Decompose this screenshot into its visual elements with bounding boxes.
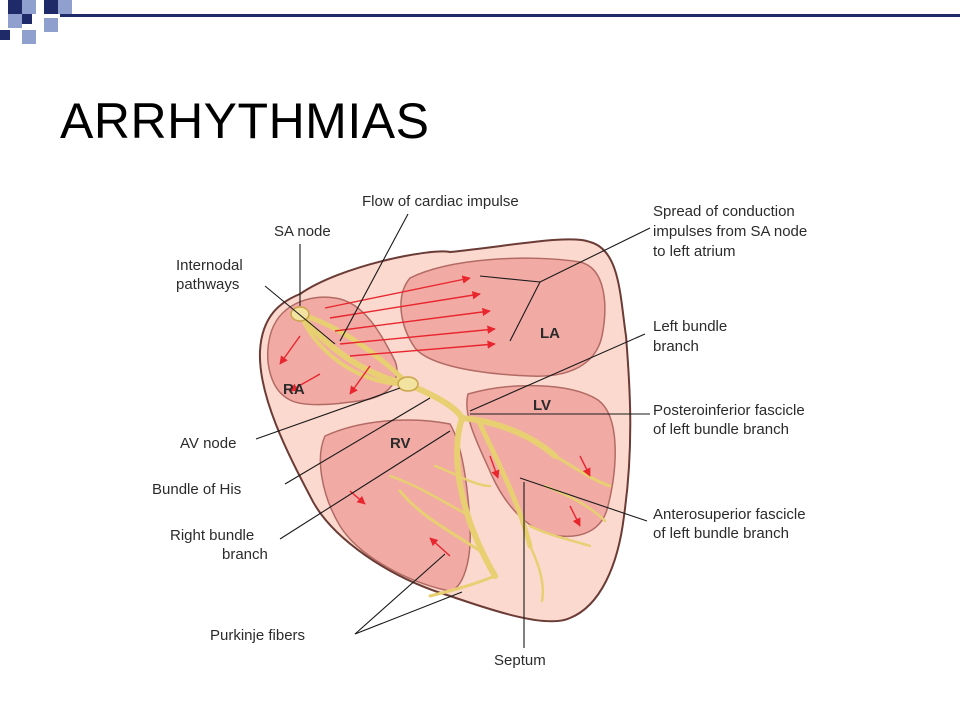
leader-internodal [264,285,336,345]
label-internodal-line-1: Internodal [176,257,243,274]
internodal-pathway-3 [298,312,410,387]
sa-node [290,306,310,322]
annotation-labels: Flow of cardiac impulse SA node Internod… [152,193,807,669]
slide-header-decoration [0,0,960,50]
label-bundle-of-his: Bundle of His [152,481,241,498]
label-septum: Septum [494,652,546,669]
decor-square-dark-1 [8,0,22,14]
purkinje-branch-8 [528,544,545,603]
purkinje-branch-2 [398,489,482,553]
heart-conduction-diagram: RA LA LV RV [150,186,872,672]
label-right-bundle-line-1: Right bundle [170,527,254,544]
impulse-arrow-7 [289,373,321,392]
label-purkinje-fibers: Purkinje fibers [210,627,305,644]
left-fascicle-path [477,421,533,549]
chamber-label-lv: LV [533,397,551,414]
chamber-label-ra: RA [283,381,305,398]
purkinje-branch-4 [433,464,492,488]
impulse-arrow-9 [489,455,500,479]
internodal-pathway-2 [297,311,411,387]
impulse-arrow-1 [324,275,471,309]
label-spread-line-1: Spread of conduction [653,203,795,220]
leader-purkinje-1 [354,553,446,635]
label-spread-line-2: impulses from SA node [653,223,807,240]
decor-square-dark-4 [0,30,10,40]
label-anterosuperior-line-1: Anterosuperior fascicle [653,506,806,523]
label-flow-of-cardiac-impulse: Flow of cardiac impulse [362,193,519,210]
label-left-bundle-line-1: Left bundle [653,318,727,335]
leader-av-node [255,387,401,440]
av-node [397,376,419,392]
purkinje-branch-1 [428,574,497,598]
internodal-pathway-1 [297,311,411,387]
label-anterosuperior-line-2: of left bundle branch [653,525,789,542]
leader-anterosuperior [519,477,648,522]
right-ventricle [319,419,471,592]
decor-square-light-3 [8,14,22,28]
leader-purkinje-2 [354,591,463,635]
label-sa-node: SA node [274,223,331,240]
leader-spread-3 [509,281,541,342]
purkinje-branch-3 [388,474,472,518]
left-ventricle [466,384,616,538]
label-posteroinferior-line-1: Posteroinferior fascicle [653,402,805,419]
decor-square-light-1 [22,0,36,14]
label-posteroinferior-line-2: of left bundle branch [653,421,789,438]
left-bundle-branch-path [459,415,558,459]
decor-square-light-2 [58,0,72,14]
decor-square-light-4 [44,18,58,32]
impulse-arrow-6 [279,335,301,365]
impulse-arrow-3 [334,307,491,332]
impulse-arrow-13 [569,505,581,527]
label-left-bundle-line-2: branch [653,338,699,355]
purkinje-branch-7 [528,524,592,548]
label-internodal-line-2: pathways [176,276,239,293]
left-atrium [400,257,606,377]
leader-bundle-his [284,397,431,485]
leader-right-bundle [279,430,451,540]
header-rule [60,14,960,17]
impulse-arrow-4 [339,325,496,345]
leader-flow [339,213,409,342]
impulse-arrow-5 [349,340,496,357]
leader-lines [255,213,651,648]
chamber-label-la: LA [540,325,560,342]
heart-diagram-svg: RA LA LV RV [150,186,872,672]
chamber-label-rv: RV [390,435,411,452]
right-bundle-branch-path [454,415,498,579]
decor-square-dark-3 [22,14,32,24]
label-spread-line-3: to left atrium [653,243,736,260]
slide-title: ARRHYTHMIAS [60,93,430,149]
leader-spread-2 [479,275,541,283]
leader-spread-1 [539,227,651,283]
label-av-node: AV node [180,435,236,452]
impulse-arrow-12 [579,455,591,477]
impulse-arrow-8 [349,365,371,395]
decor-square-light-5 [22,30,36,44]
leader-left-bundle [469,333,646,412]
decor-square-dark-2 [44,0,58,14]
impulse-arrow-10 [429,537,451,557]
label-right-bundle-line-2: branch [222,546,268,563]
